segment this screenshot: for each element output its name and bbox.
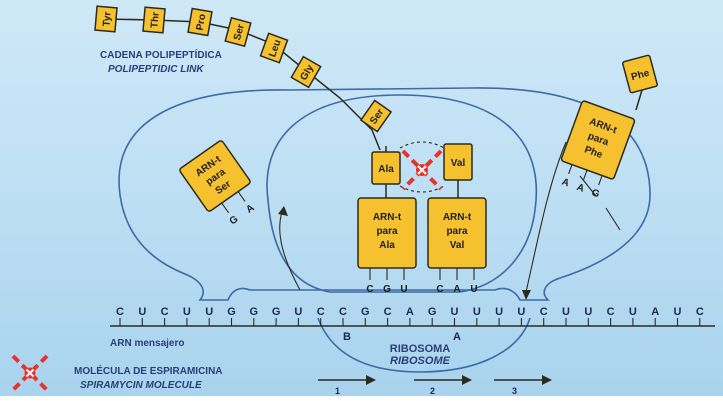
mrna-base: G bbox=[428, 306, 437, 318]
ribosome-large-subunit bbox=[118, 87, 651, 301]
chain-caption-en: POLIPEPTIDIC LINK bbox=[108, 64, 204, 75]
movement-arrows bbox=[278, 141, 621, 300]
trna-phe: Phe ARN-t para Phe A A G bbox=[560, 54, 658, 200]
svg-text:Tyr: Tyr bbox=[101, 11, 113, 27]
mrna-base: A bbox=[651, 306, 659, 318]
svg-text:Ser: Ser bbox=[232, 23, 247, 42]
svg-text:Phe: Phe bbox=[630, 68, 651, 83]
step-number: 2 bbox=[430, 386, 435, 396]
legend: MOLÉCULA DE ESPIRAMICINA SPIRAMYCIN MOLE… bbox=[11, 354, 223, 392]
trna-ser: ARN-t para Ser G A bbox=[179, 140, 257, 228]
residue: Ser bbox=[359, 99, 393, 133]
mrna-base: C bbox=[161, 306, 169, 318]
residue: Thr bbox=[142, 6, 166, 34]
svg-text:Val: Val bbox=[451, 158, 466, 169]
mrna-base: U bbox=[205, 306, 213, 318]
residue: Gly bbox=[290, 55, 322, 89]
legend-title: MOLÉCULA DE ESPIRAMICINA bbox=[74, 364, 223, 377]
svg-text:Ala: Ala bbox=[378, 164, 394, 175]
spiramycin-icon bbox=[401, 149, 443, 191]
mrna-base: U bbox=[584, 306, 592, 318]
mrna-base: G bbox=[227, 306, 236, 318]
mrna-base: C bbox=[696, 306, 704, 318]
legend-title-en: SPIRAMYCIN MOLECULE bbox=[80, 380, 202, 391]
chain-caption: CADENA POLIPEPTÍDICA bbox=[100, 48, 222, 61]
residue: Leu bbox=[259, 32, 289, 64]
svg-text:G: G bbox=[590, 187, 601, 200]
mrna-base: A bbox=[406, 306, 414, 318]
mrna-base: U bbox=[138, 306, 146, 318]
residue: Ser bbox=[224, 16, 252, 48]
polypeptide-chain: Tyr Thr Pro Ser Leu Gly Ser bbox=[94, 5, 393, 151]
mrna-base: C bbox=[607, 306, 615, 318]
trna-ala: Ala ARN-t para Ala C G U bbox=[357, 146, 417, 295]
step-number: 3 bbox=[512, 386, 517, 396]
svg-text:A: A bbox=[560, 177, 571, 190]
svg-text:Pro: Pro bbox=[195, 13, 209, 31]
svg-text:Ala: Ala bbox=[379, 240, 395, 251]
svg-text:U: U bbox=[400, 284, 407, 295]
mrna-base: U bbox=[674, 306, 682, 318]
ribosome-small-subunit bbox=[317, 317, 531, 373]
ribosome-core bbox=[266, 94, 538, 293]
step-number: 1 bbox=[335, 386, 340, 396]
svg-text:A: A bbox=[575, 182, 586, 195]
mrna-base: C bbox=[116, 306, 124, 318]
svg-text:A: A bbox=[244, 203, 256, 216]
mrna-base: U bbox=[629, 306, 637, 318]
svg-text:ARN-t: ARN-t bbox=[373, 212, 402, 223]
svg-text:U: U bbox=[470, 284, 477, 295]
mrna-base: G bbox=[250, 306, 259, 318]
mrna-base: U bbox=[473, 306, 481, 318]
spiramycin-block bbox=[399, 141, 445, 193]
spiramycin-legend-icon bbox=[11, 354, 49, 392]
mrna-base: U bbox=[451, 306, 459, 318]
svg-text:A: A bbox=[453, 284, 460, 295]
mrna-codon-ticks bbox=[119, 318, 701, 326]
mrna-base: C bbox=[540, 306, 548, 318]
site-label: B bbox=[343, 331, 351, 343]
svg-text:C: C bbox=[436, 284, 443, 295]
mrna-base: G bbox=[361, 306, 370, 318]
trna-val: Val ARN-t para Val C A U bbox=[427, 143, 487, 295]
ribosome-label-en: RIBOSOME bbox=[390, 355, 451, 367]
mrna: C U C U U G G G U C C G C A G U U U U C U U C U A U C B A bbox=[110, 306, 715, 343]
mrna-base: G bbox=[272, 306, 281, 318]
mrna-base: U bbox=[562, 306, 570, 318]
svg-text:ARN-t: ARN-t bbox=[443, 212, 472, 223]
residue: Pro bbox=[187, 7, 213, 37]
mrna-base: C bbox=[317, 306, 325, 318]
svg-text:G: G bbox=[228, 214, 241, 228]
step-arrows: 1 2 3 bbox=[318, 375, 552, 396]
svg-text:para: para bbox=[376, 226, 398, 237]
mrna-base: C bbox=[339, 306, 347, 318]
svg-text:para: para bbox=[446, 226, 468, 237]
svg-text:Val: Val bbox=[450, 240, 465, 251]
residue: Tyr bbox=[94, 5, 118, 33]
ribosome bbox=[118, 87, 651, 373]
mrna-base: U bbox=[517, 306, 525, 318]
ribosome-label: RIBOSOMA bbox=[390, 343, 451, 355]
mrna-base: U bbox=[495, 306, 503, 318]
mrna-base: C bbox=[384, 306, 392, 318]
mrna-base: U bbox=[183, 306, 191, 318]
svg-text:C: C bbox=[366, 284, 373, 295]
site-label: A bbox=[453, 331, 461, 343]
mrna-base: U bbox=[294, 306, 302, 318]
mrna-label: ARN mensajero bbox=[110, 338, 184, 349]
svg-text:G: G bbox=[383, 284, 391, 295]
svg-text:Thr: Thr bbox=[149, 12, 161, 29]
